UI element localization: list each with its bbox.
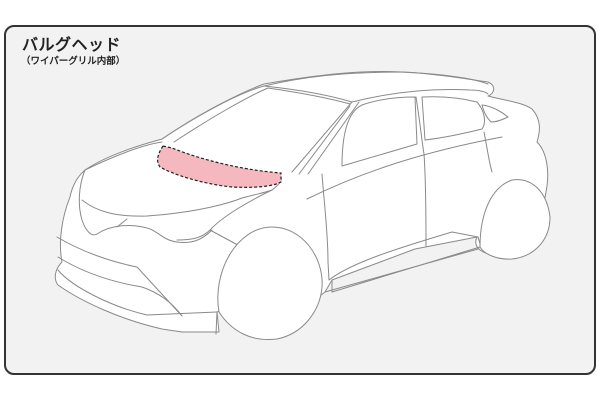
headlight-line [96,225,213,243]
character-line [306,136,503,200]
front-wheel-arch [217,226,323,341]
bumper-lower [57,256,183,317]
grille-line [116,218,128,228]
hood-lower [81,197,243,217]
splitter [215,311,218,335]
quarter-window [481,104,509,123]
side-skirt-bottom [324,248,479,293]
hood-line [84,141,163,171]
front-door-edge [321,173,330,281]
highlighted-bulkhead-region [157,145,282,188]
bumper-upper [56,236,183,317]
hood-front [78,169,98,236]
b-pillar-line [307,101,360,175]
rear-door-edge [415,96,427,247]
diagram-panel: バルグヘッド （ワイパーグリル内部） [4,25,596,375]
windshield-top-inner [267,87,351,105]
a-pillar-inner [173,87,269,143]
rear-wheel-arch [479,179,551,260]
windshield-top [263,85,353,103]
windshield-right-inner [298,105,351,175]
car-illustration [54,71,551,341]
roof-line [263,71,489,87]
windshield-right [291,101,353,173]
diagram-subtitle: （ワイパーグリル内部） [21,56,126,67]
roof-rail [351,89,489,103]
diagram-title: バルグヘッド [22,35,122,54]
bumper-chin [57,269,218,316]
a-pillar-outer [161,85,265,140]
rear-side-window [421,96,485,141]
front-side-window [341,96,418,167]
c-pillar-edge [483,131,493,173]
side-skirt-top [328,231,479,281]
